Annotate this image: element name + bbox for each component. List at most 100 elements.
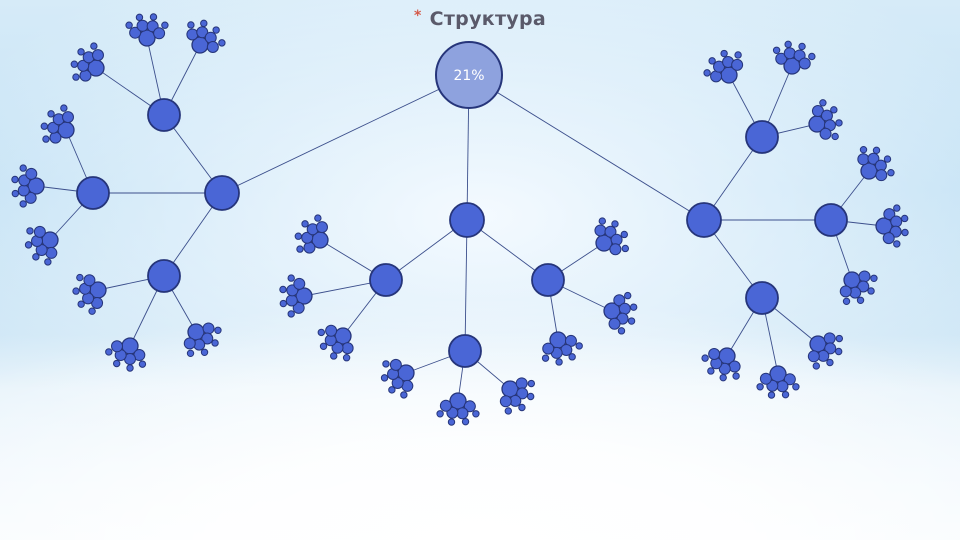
cluster-leaf [47, 121, 60, 134]
cluster-leaf [212, 26, 220, 34]
cluster-leaf [301, 231, 314, 244]
cluster-leaf [83, 274, 96, 287]
cluster-leaf [325, 324, 338, 337]
tree-edge [221, 74, 470, 194]
cluster-leaf [341, 342, 354, 355]
cluster-leaf [781, 390, 790, 399]
cluster-node [27, 177, 45, 195]
cluster-leaf [792, 383, 800, 391]
cluster-leaf [882, 232, 895, 245]
cluster-leaf [839, 285, 852, 298]
cluster-leaf [526, 392, 535, 401]
cluster-leaf [893, 240, 901, 248]
cluster-leaf [731, 58, 744, 71]
cluster-leaf [11, 189, 20, 198]
cluster-leaf [784, 40, 792, 49]
cluster-leaf [186, 349, 195, 358]
cluster-leaf [776, 380, 789, 393]
cluster-leaf [835, 119, 843, 127]
cluster-leaf [439, 399, 452, 412]
cluster-leaf [138, 360, 147, 368]
cluster-leaf [629, 303, 638, 311]
cluster-leaf [26, 227, 34, 235]
cluster-leaf [542, 342, 555, 355]
cluster-leaf [79, 69, 92, 82]
cluster-leaf [732, 372, 740, 380]
cluster-leaf [719, 373, 727, 382]
tree-edge [468, 74, 705, 221]
cluster-leaf [798, 42, 806, 51]
cluster-leaf [701, 354, 709, 362]
cluster-leaf [812, 362, 821, 370]
cluster-leaf [568, 353, 576, 361]
cluster-leaf [609, 243, 622, 256]
cluster-leaf [900, 214, 909, 223]
cluster-leaf [575, 342, 583, 350]
cluster-node [449, 392, 467, 410]
cluster-leaf [875, 169, 888, 182]
cluster-leaf [287, 274, 295, 282]
cluster-leaf [901, 228, 909, 237]
cluster-leaf [728, 360, 741, 373]
cluster-leaf [627, 317, 636, 325]
cluster-leaf [772, 46, 781, 54]
cluster-leaf [620, 230, 628, 239]
cluster-leaf [161, 21, 169, 29]
cluster-leaf [331, 341, 344, 354]
cluster-leaf [499, 395, 512, 408]
cluster-leaf [835, 334, 844, 343]
cluster-leaf [382, 360, 390, 368]
cluster-node [501, 380, 519, 398]
cluster-leaf [17, 184, 30, 197]
level2-node [745, 281, 779, 315]
cluster-leaf [61, 111, 74, 124]
cluster-leaf [136, 19, 149, 32]
cluster-leaf [292, 301, 305, 314]
cluster-leaf [285, 294, 298, 307]
cluster-leaf [125, 21, 133, 29]
cluster-leaf [135, 13, 144, 22]
cluster-leaf [319, 342, 328, 350]
cluster-leaf [857, 153, 870, 166]
cluster-leaf [856, 296, 865, 304]
cluster-leaf [342, 354, 351, 362]
level2-node [745, 120, 779, 154]
cluster-leaf [447, 418, 456, 426]
root-label: 21% [453, 68, 484, 84]
cluster-leaf [211, 339, 219, 347]
cluster-leaf [330, 352, 338, 360]
cluster-leaf [294, 232, 303, 240]
cluster-leaf [206, 40, 219, 53]
cluster-leaf [734, 51, 742, 59]
cluster-leaf [819, 99, 827, 107]
cluster-leaf [76, 273, 84, 282]
cluster-leaf [149, 13, 158, 21]
cluster-leaf [834, 347, 843, 356]
cluster-leaf [25, 167, 38, 180]
cluster-leaf [518, 403, 526, 412]
cluster-leaf [617, 327, 626, 335]
cluster-node [295, 287, 313, 305]
level2-node [531, 263, 565, 297]
cluster-leaf [775, 52, 788, 65]
cluster-leaf [842, 297, 851, 306]
cluster-leaf [808, 52, 816, 61]
cluster-leaf [890, 215, 903, 228]
cluster-node [334, 327, 352, 345]
cluster-leaf [807, 350, 820, 363]
cluster-leaf [183, 337, 196, 350]
cluster-leaf [783, 47, 796, 60]
cluster-leaf [40, 122, 49, 130]
cluster-leaf [867, 152, 880, 165]
level2-node [814, 203, 848, 237]
cluster-leaf [883, 208, 896, 221]
level1-node [204, 175, 240, 211]
cluster-leaf [47, 110, 55, 118]
cluster-leaf [516, 387, 529, 400]
cluster-leaf [720, 49, 728, 58]
cluster-leaf [317, 328, 325, 337]
cluster-leaf [279, 299, 288, 308]
level2-node [369, 263, 403, 297]
cluster-leaf [19, 164, 27, 172]
